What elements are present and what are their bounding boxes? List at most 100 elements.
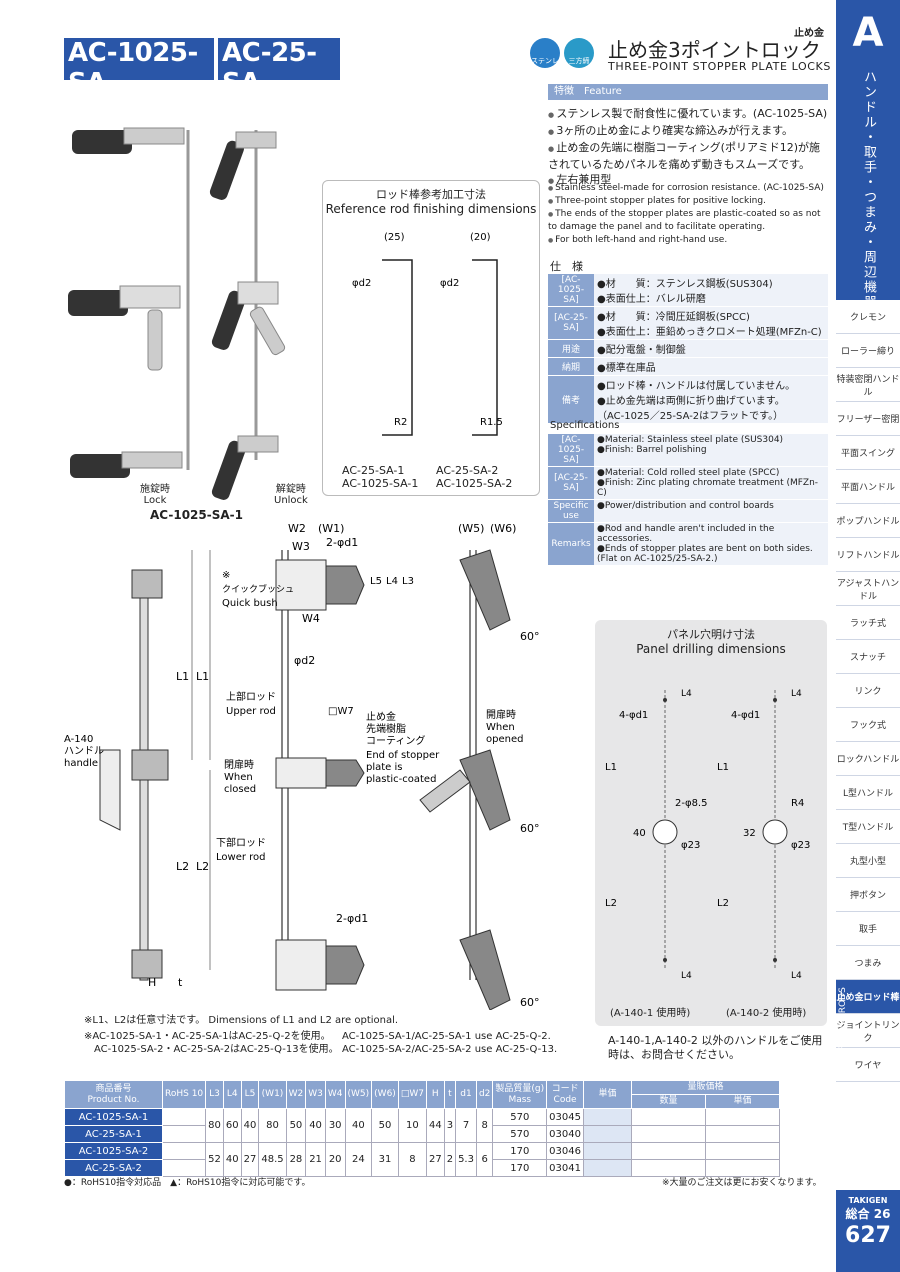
feature-item: The ends of the stopper plates are plast… <box>548 208 830 234</box>
col-h: H <box>425 1080 445 1109</box>
phi-d2-left: φd2 <box>352 278 371 289</box>
sidebar-item[interactable]: アジャストハンドル <box>836 572 900 606</box>
table-cell <box>630 1108 706 1126</box>
spec-label: 用途 <box>548 339 594 358</box>
category-label: 止め金 <box>794 28 824 39</box>
feature-item: ステンレス製で耐食性に優れています。(AC-1025-SA) <box>548 106 830 123</box>
panel-l1-left: L1 <box>605 762 617 773</box>
dim-w7: □W7 <box>328 706 354 717</box>
sidebar-item[interactable]: つまみ <box>836 946 900 980</box>
table-cell <box>161 1159 207 1177</box>
table-cell <box>582 1159 632 1177</box>
sidebar-item[interactable]: ジョイントリンク <box>836 1014 900 1048</box>
sidebar-item[interactable]: ポップハンドル <box>836 504 900 538</box>
spec-title-jp: 仕 様 <box>550 260 583 273</box>
spec-label: 備考 <box>548 375 594 424</box>
dim-l2-b: L2 <box>196 860 209 873</box>
col-qty: 数量 <box>630 1094 706 1109</box>
rod-diagram: (25) (20) φd2 φd2 R2 R1.5 <box>352 232 503 436</box>
table-cell: 5.3 <box>455 1142 477 1177</box>
table-cell: 27 <box>240 1142 260 1177</box>
dim-w4: W4 <box>302 612 320 625</box>
spec-value: ●Rod and handle aren't included in the a… <box>594 522 828 566</box>
rod-diagram-title: ロッド棒参考加工寸法 Reference rod finishing dimen… <box>325 188 537 216</box>
table-cell <box>704 1142 780 1160</box>
panel-title: パネル穴明け寸法 Panel drilling dimensions <box>636 628 786 656</box>
sidebar-section-en: STOPPERS／RODS <box>838 987 848 1069</box>
feature-item: Three-point stopper plates for positive … <box>548 195 830 208</box>
feature-item: For both left-hand and right-hand use. <box>548 234 830 247</box>
coat-en-2: plate is <box>366 762 403 773</box>
table-cell <box>630 1125 706 1143</box>
sidebar-item[interactable]: 止め金ロッド棒 <box>836 980 900 1014</box>
quick-bush-mark: ※ <box>222 570 230 581</box>
panel-use-2: (A-140-2 使用時) <box>726 1008 807 1019</box>
spec-value: ●材 質：ステンレス鋼板(SUS304) ●表面仕上：バレル研磨 <box>594 274 828 307</box>
feature-item: Stainless steel-made for corrosion resis… <box>548 182 830 195</box>
table-cell: 48.5 <box>258 1142 287 1177</box>
spec-label: [AC-1025-SA] <box>548 434 594 467</box>
spec-label: Remarks <box>548 522 594 566</box>
col-w5: (W5) <box>344 1080 373 1109</box>
photo-caption: AC-1025-SA-1 <box>150 508 243 522</box>
lower-rod-en: Lower rod <box>216 852 266 863</box>
coat-jp-3: コーティング <box>366 734 425 747</box>
sidebar-item[interactable]: 平面ハンドル <box>836 470 900 504</box>
bulk-note: ※大量のご注文は更にお安くなります。 <box>662 1178 822 1188</box>
handle-jp: ハンドル <box>64 746 104 757</box>
sidebar-item[interactable]: クレモン <box>836 300 900 334</box>
rohs-note: ●：RoHS10指令対応品 ▲：RoHS10指令に対応可能です。 <box>64 1178 311 1188</box>
feature-item: 止め金の先端に樹脂コーティング(ポリアミド12)が施されているためパネルを痛めず… <box>548 140 830 172</box>
table-cell: 40 <box>344 1108 373 1143</box>
table-cell: 80 <box>205 1108 224 1143</box>
sidebar-item[interactable]: 平面スイング <box>836 436 900 470</box>
sidebar-item[interactable]: T型ハンドル <box>836 810 900 844</box>
col-w4: W4 <box>324 1080 346 1109</box>
panel-use-1: (A-140-1 使用時) <box>610 1008 691 1019</box>
dim-d1-bottom: 2-φd1 <box>336 912 368 925</box>
coat-jp-2: 先端樹脂 <box>366 722 406 735</box>
sidebar-item[interactable]: スナッチ <box>836 640 900 674</box>
unlock-photo <box>209 130 286 500</box>
sidebar-item[interactable]: 押ボタン <box>836 878 900 912</box>
section-letter: A <box>852 10 884 56</box>
spec-row: Specific use●Power/distribution and cont… <box>548 499 828 523</box>
panel-d1-left: 4-φd1 <box>619 710 648 721</box>
dim-l3: L3 <box>402 576 414 587</box>
table-cell: 50 <box>371 1108 399 1143</box>
angle-top: 60° <box>520 630 540 643</box>
sidebar-item[interactable]: フック式 <box>836 708 900 742</box>
table-cell: 570 <box>492 1125 548 1143</box>
sidebar-item[interactable]: リフトハンドル <box>836 538 900 572</box>
sidebar-item[interactable]: L型ハンドル <box>836 776 900 810</box>
sidebar-item[interactable]: ロックハンドル <box>836 742 900 776</box>
sidebar-item[interactable]: ラッチ式 <box>836 606 900 640</box>
spec-value: ●Power/distribution and control boards <box>594 499 828 523</box>
closed-en-1: When <box>224 772 253 783</box>
table-cell: 3 <box>443 1108 457 1143</box>
table-cell: 03046 <box>546 1142 584 1160</box>
col-l4: L4 <box>222 1080 242 1109</box>
rod-diagram-box <box>322 180 540 496</box>
sidebar-item[interactable]: フリーザー密閉 <box>836 402 900 436</box>
sidebar-item[interactable]: 特装密閉ハンドル <box>836 368 900 402</box>
dim-w2: W2 <box>288 522 306 535</box>
note-dimensions: ※L1、L2は任意寸法です。 Dimensions of L1 and L2 a… <box>84 1015 399 1026</box>
panel-l4-b: L4 <box>791 689 802 699</box>
dim-25: (25) <box>384 232 405 243</box>
spec-value: ●材 質：冷間圧延鋼板(SPCC) ●表面仕上：亜鉛めっきクロメート処理(MFZ… <box>594 306 828 340</box>
dim-l4: L4 <box>386 576 398 587</box>
table-cell: 30 <box>324 1108 346 1143</box>
panel-d1-right: 4-φd1 <box>731 710 760 721</box>
sidebar-item[interactable]: ワイヤ <box>836 1048 900 1082</box>
table-cell: 52 <box>205 1142 224 1177</box>
sidebar-item[interactable]: リンク <box>836 674 900 708</box>
table-cell <box>161 1125 207 1143</box>
sidebar-item[interactable]: 取手 <box>836 912 900 946</box>
sidebar-item[interactable]: 丸型小型 <box>836 844 900 878</box>
sidebar-item[interactable]: ローラー締り <box>836 334 900 368</box>
